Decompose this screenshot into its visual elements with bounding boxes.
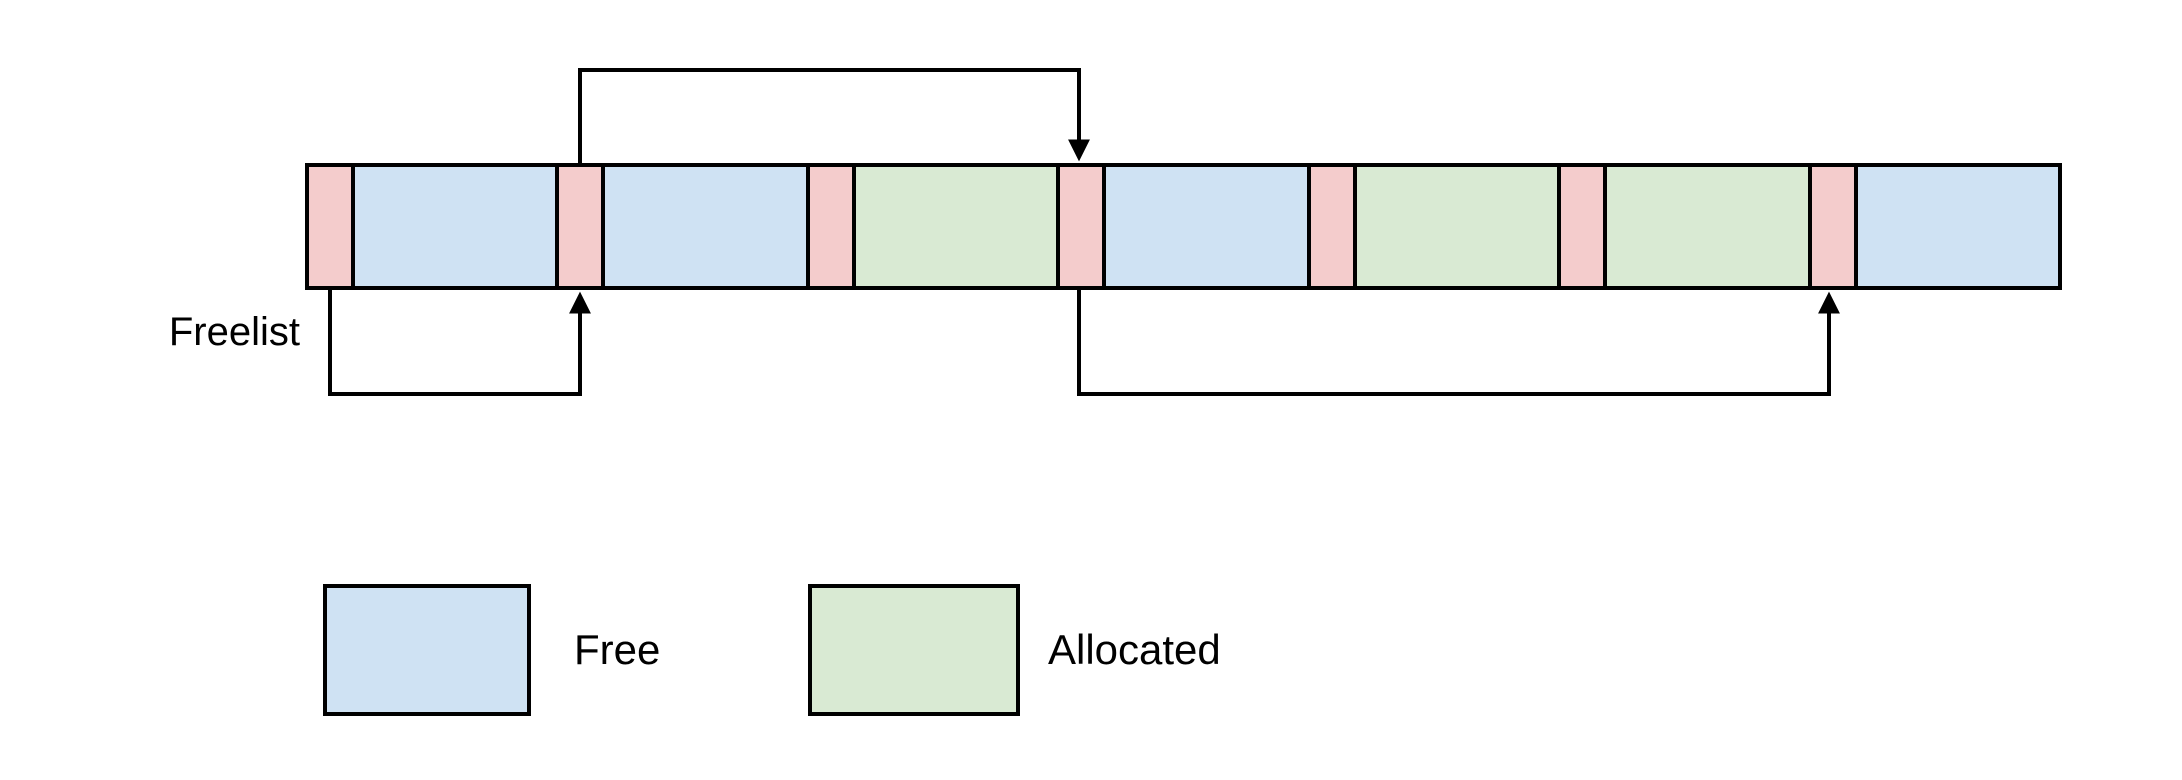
- segment-header: [1060, 167, 1107, 286]
- segment-header: [809, 167, 856, 286]
- legend-label-allocated: Allocated: [1048, 626, 1221, 673]
- memory-bar: [305, 163, 2062, 290]
- segment-allocated: [855, 167, 1061, 286]
- segment-free: [1106, 167, 1311, 286]
- legend-swatch-allocated: [808, 584, 1020, 716]
- freelist-arrow-top-link: [578, 68, 1090, 163]
- freelist-label: Freelist: [168, 310, 300, 354]
- legend-swatch-free: [323, 584, 531, 716]
- segment-free: [355, 167, 560, 286]
- segment-free: [1857, 167, 2058, 286]
- segment-allocated: [1356, 167, 1562, 286]
- segment-header: [1811, 167, 1858, 286]
- freelist-arrow-bottom-right-link: [1077, 290, 1840, 396]
- segment-header: [1561, 167, 1608, 286]
- segment-header: [309, 167, 355, 286]
- segment-header: [559, 167, 606, 286]
- segment-allocated: [1607, 167, 1812, 286]
- freelist-arrow-bottom-left-link: [328, 290, 591, 396]
- segment-header: [1310, 167, 1357, 286]
- legend-label-free: Free: [574, 626, 661, 673]
- segment-free: [605, 167, 810, 286]
